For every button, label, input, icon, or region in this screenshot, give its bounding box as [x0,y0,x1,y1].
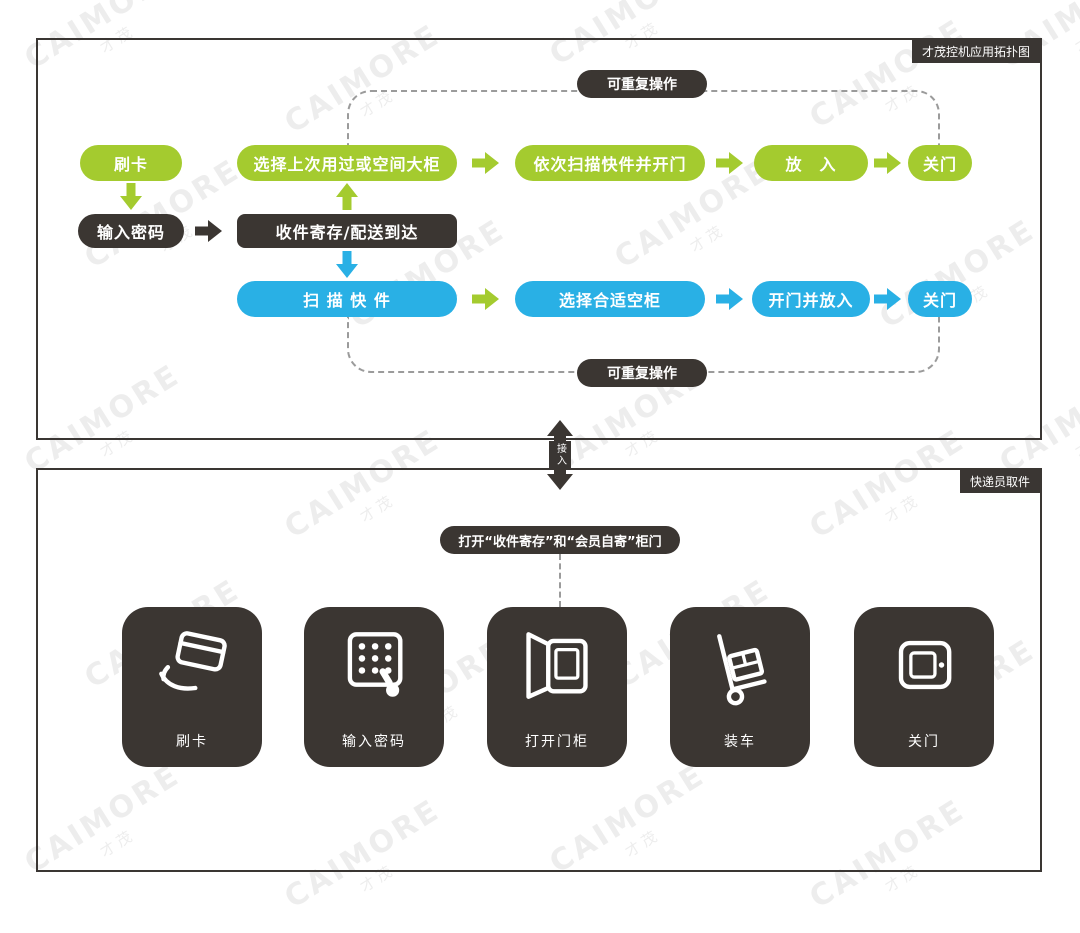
panel-connector: 接入 [547,420,573,490]
node-close-door-blue: 关门 [908,281,972,317]
node-enter-password: 输入密码 [78,214,184,248]
node-scan-parcel: 扫 描 快 件 [237,281,457,317]
arrow-right-icon [874,288,901,310]
courier-panel-title: 快递员取件 [959,470,1040,493]
node-select-cabinet: 选择上次用过或空间大柜 [237,145,457,181]
closed-door-icon [878,619,970,715]
open-door-icon [511,619,603,715]
instruction-connector-line [559,554,561,607]
repeat-loop-top [347,90,940,146]
step-tile-open-door: 打开门柜 [487,607,627,767]
card-swipe-icon [146,619,238,715]
node-put-in: 放 入 [754,145,868,181]
topology-panel-title: 才茂控机应用拓扑图 [911,40,1040,63]
arrow-right-icon [195,220,222,242]
arrow-right-icon [716,152,743,174]
arrow-right-icon [472,288,499,310]
step-label: 装车 [724,734,756,750]
node-select-empty: 选择合适空柜 [515,281,705,317]
topology-panel: 才茂控机应用拓扑图 可重复操作 可重复操作 刷卡 选择上次用过或空间大柜 依次扫… [36,38,1042,440]
repeat-label-bottom: 可重复操作 [577,359,707,387]
step-tile-swipe-card: 刷卡 [122,607,262,767]
step-label: 关门 [908,734,940,750]
arrow-down-icon [336,251,358,278]
node-close-door-green: 关门 [908,145,972,181]
keypad-icon [328,619,420,715]
connector-label: 接入 [549,441,571,469]
arrow-right-icon [716,288,743,310]
arrow-up-icon [336,183,358,210]
step-tile-close-door: 关门 [854,607,994,767]
step-tile-enter-password: 输入密码 [304,607,444,767]
open-doors-instruction: 打开“收件寄存”和“会员自寄”柜门 [440,526,680,554]
step-tile-load-cart: 装车 [670,607,810,767]
node-deposit: 收件寄存/配送到达 [237,214,457,248]
repeat-label-top: 可重复操作 [577,70,707,98]
step-label: 刷卡 [176,734,208,750]
step-label: 输入密码 [342,734,406,750]
node-swipe-card: 刷卡 [80,145,182,181]
node-scan-and-open: 依次扫描快件并开门 [515,145,705,181]
arrow-down-icon [120,183,142,210]
node-open-and-put: 开门并放入 [752,281,870,317]
trolley-icon [694,619,786,715]
step-label: 打开门柜 [525,734,589,750]
arrow-right-icon [472,152,499,174]
courier-panel: 快递员取件 打开“收件寄存”和“会员自寄”柜门 刷卡 [36,468,1042,872]
arrow-right-icon [874,152,901,174]
